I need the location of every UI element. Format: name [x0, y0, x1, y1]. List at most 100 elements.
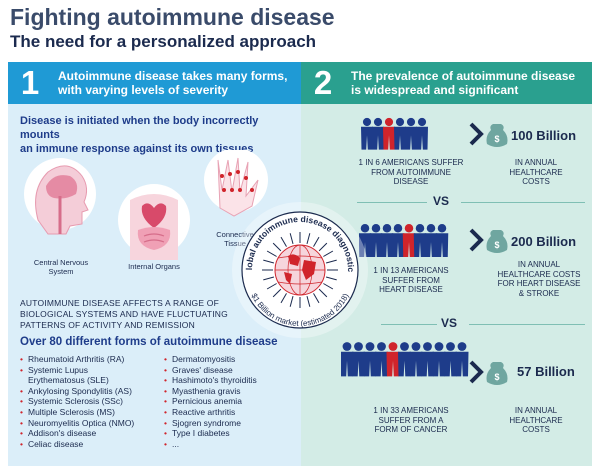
person-icon — [409, 342, 423, 377]
globe-badge-icon: Global autoimmune disease diagnostics $1… — [227, 192, 368, 338]
person-icon — [394, 117, 406, 150]
stat-line: DISEASE — [393, 177, 429, 186]
divider-line — [381, 324, 437, 325]
person-icon — [432, 342, 446, 377]
arrow-moneybag-icon: $ — [469, 122, 508, 147]
person-icon — [380, 224, 394, 257]
disease-item: Pernicious anemia — [164, 396, 257, 407]
stat-line: 1 IN 33 AMERICANS — [373, 406, 449, 415]
cost-amount: 57 Billion — [517, 364, 575, 379]
left-panel-header: 1 Autoimmune disease takes many forms, w… — [8, 62, 301, 104]
arrow-moneybag-icon: $ — [469, 360, 508, 385]
intro-line: Disease is initiated when the body incor… — [20, 115, 259, 141]
section-heading-line: with varying levels of severity — [58, 83, 229, 97]
disease-item: Celiac disease — [20, 439, 134, 450]
disease-item: Systemic Lupus — [20, 365, 134, 376]
section-heading: The prevalence of autoimmune disease is … — [351, 69, 575, 97]
person-icon — [363, 342, 377, 377]
affects-text: AUTOIMMUNE DISEASE AFFECTS A RANGE OF BI… — [20, 298, 290, 331]
cost-line: IN ANNUAL — [517, 260, 561, 269]
connective-tissue-label: Connective Tissue — [204, 230, 266, 248]
affects-line: AUTOIMMUNE DISEASE AFFECTS A RANGE OF — [20, 298, 219, 308]
cost-line: HEALTHCARE — [509, 415, 563, 425]
vs-label: VS — [441, 316, 458, 330]
stat-line: 1 IN 13 AMERICANS — [373, 266, 449, 275]
disease-item: Ankylosing Spondylitis (AS) — [20, 386, 134, 397]
section-heading: Autoimmune disease takes many forms, wit… — [58, 69, 287, 97]
stat-line: SUFFER FROM — [382, 275, 440, 285]
disease-item: Multiple Sclerosis (MS) — [20, 407, 134, 418]
divider-line — [461, 202, 585, 203]
cost-line: HEALTHCARE COSTS — [497, 269, 581, 279]
prevalence-stat: 1 IN 13 AMERICANS SUFFER FROM HEART DISE… — [351, 266, 471, 295]
disease-item: Type I diabetes — [164, 428, 257, 439]
affects-line: PATTERNS OF ACTIVITY AND REMISSION — [20, 320, 195, 330]
cost-description: IN ANNUAL HEALTHCARE COSTS — [491, 406, 581, 435]
divider-line — [469, 324, 585, 325]
cost-amount: 200 Billion — [511, 234, 577, 249]
stat-line: 1 IN 6 AMERICANS SUFFER — [358, 158, 464, 167]
connective-label-line: Connective — [216, 230, 254, 239]
person-icon — [383, 117, 395, 150]
page-subtitle: The need for a personalized approach — [10, 32, 317, 51]
cost-amount: 100 Billion — [511, 128, 577, 143]
disease-item: Addison's disease — [20, 428, 134, 439]
section-number: 1 — [20, 64, 40, 101]
person-icon — [359, 224, 372, 257]
people-group-icon-heart — [359, 224, 449, 257]
stat-line: FORM OF CANCER — [374, 425, 448, 434]
person-icon — [455, 342, 469, 377]
disease-item: Sjogren syndrome — [164, 418, 257, 429]
cost-description: IN ANNUAL HEALTHCARE COSTS FOR HEART DIS… — [491, 260, 587, 298]
disease-item: Reactive arthritis — [164, 407, 257, 418]
intro-text: Disease is initiated when the body incor… — [20, 114, 290, 156]
disease-list-col2: Dermatomyositis Graves' disease Hashimot… — [164, 354, 257, 449]
disease-item: Graves' disease — [164, 365, 257, 376]
section-number: 2 — [313, 64, 333, 101]
cns-label-line: Central Nervous — [33, 258, 89, 267]
disease-item: Myasthenia gravis — [164, 386, 257, 397]
connective-label-line: Tissue — [224, 239, 246, 248]
people-group-icon-autoimmune — [361, 117, 428, 150]
cns-label-line: System — [48, 267, 74, 276]
stat-line: HEART DISEASE — [379, 285, 443, 294]
stat-line: FROM AUTOIMMUNE — [371, 167, 451, 177]
page-title: Fighting autoimmune disease — [10, 4, 335, 30]
disease-item: ... — [164, 439, 257, 450]
person-icon — [416, 117, 428, 150]
svg-text:$: $ — [494, 134, 499, 144]
person-icon — [341, 342, 354, 377]
disease-item: Rheumatoid Arthritis (RA) — [20, 354, 134, 365]
right-panel-header: 2 The prevalence of autoimmune disease i… — [301, 62, 592, 104]
stat-line: SUFFER FROM A — [378, 415, 444, 425]
cost-line: COSTS — [522, 425, 550, 434]
person-icon — [402, 224, 416, 257]
disease-item: Systemic Sclerosis (SSc) — [20, 396, 134, 407]
hand-joint-icon — [204, 150, 268, 217]
cost-line: FOR HEART DISEASE — [497, 279, 581, 288]
disease-item: Dermatomyositis — [164, 354, 257, 365]
disease-list-col1: Rheumatoid Arthritis (RA) Systemic Lupus… — [20, 354, 134, 449]
vs-label: VS — [433, 194, 450, 208]
affects-line: BIOLOGICAL SYSTEMS AND HAVE FLUCTUATING — [20, 309, 228, 319]
person-icon — [435, 224, 449, 257]
cost-line: HEALTHCARE — [509, 167, 563, 177]
cost-line: IN ANNUAL — [514, 406, 558, 415]
prevalence-stat: 1 IN 6 AMERICANS SUFFER FROM AUTOIMMUNE … — [351, 158, 471, 187]
person-icon — [361, 117, 373, 150]
cost-line: & STROKE — [518, 288, 560, 298]
intro-line: an immune response against its own tissu… — [20, 143, 254, 155]
person-icon — [391, 224, 405, 257]
market-badge: Global autoimmune disease diagnostics $1… — [227, 192, 370, 340]
person-icon — [444, 342, 457, 377]
person-icon — [375, 342, 388, 377]
svg-text:$: $ — [494, 240, 499, 250]
section-heading-line: The prevalence of autoimmune disease — [351, 69, 576, 83]
person-icon — [398, 342, 411, 377]
section-heading-line: is widespread and significant — [351, 83, 519, 97]
cost-description: IN ANNUAL HEALTHCARE COSTS — [491, 158, 581, 187]
organ-illustrations — [24, 150, 268, 260]
person-icon — [386, 342, 400, 377]
over80-heading: Over 80 different forms of autoimmune di… — [20, 336, 278, 348]
cost-line: IN ANNUAL — [514, 158, 558, 167]
